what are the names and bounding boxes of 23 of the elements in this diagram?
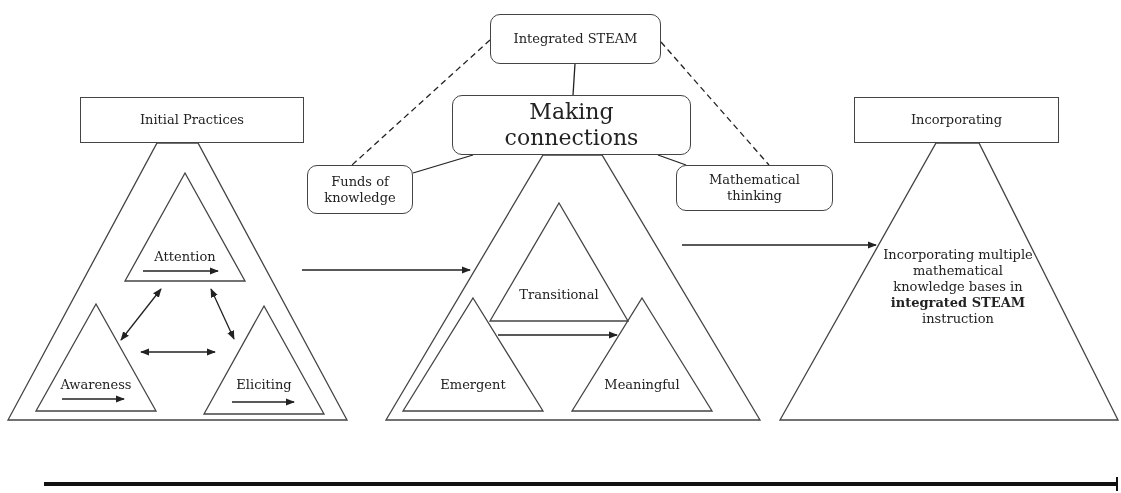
concept-box: Funds of knowledge bbox=[307, 165, 413, 214]
double-headed-arrow bbox=[210, 288, 235, 340]
connector-line bbox=[412, 154, 474, 174]
arrow bbox=[301, 266, 471, 274]
dashed-line bbox=[351, 39, 491, 166]
connector-line bbox=[657, 154, 687, 166]
double-headed-arrow bbox=[120, 288, 162, 341]
connector-line bbox=[572, 63, 576, 96]
concept-box: Mathematical thinking bbox=[676, 165, 833, 211]
triangle-label: Incorporating multiple mathematical knowledge bases in integrated STEAM instruction bbox=[882, 247, 1034, 327]
concept-box: Integrated STEAM bbox=[490, 14, 661, 64]
dashed-line bbox=[660, 41, 770, 166]
triangle-label: Awareness bbox=[59, 377, 133, 393]
triangle-label: Emergent bbox=[439, 377, 507, 393]
triangle-label: Attention bbox=[153, 249, 217, 265]
stage-heading-box: Incorporating bbox=[854, 97, 1059, 143]
triangle-label: Transitional bbox=[518, 287, 600, 303]
triangle-label: Meaningful bbox=[603, 377, 681, 393]
stage-heading-box: Initial Practices bbox=[80, 97, 304, 143]
arrow bbox=[681, 241, 877, 249]
concept-box: Making connections bbox=[452, 95, 691, 155]
double-headed-arrow bbox=[140, 348, 216, 356]
triangle-label: Eliciting bbox=[235, 377, 293, 393]
